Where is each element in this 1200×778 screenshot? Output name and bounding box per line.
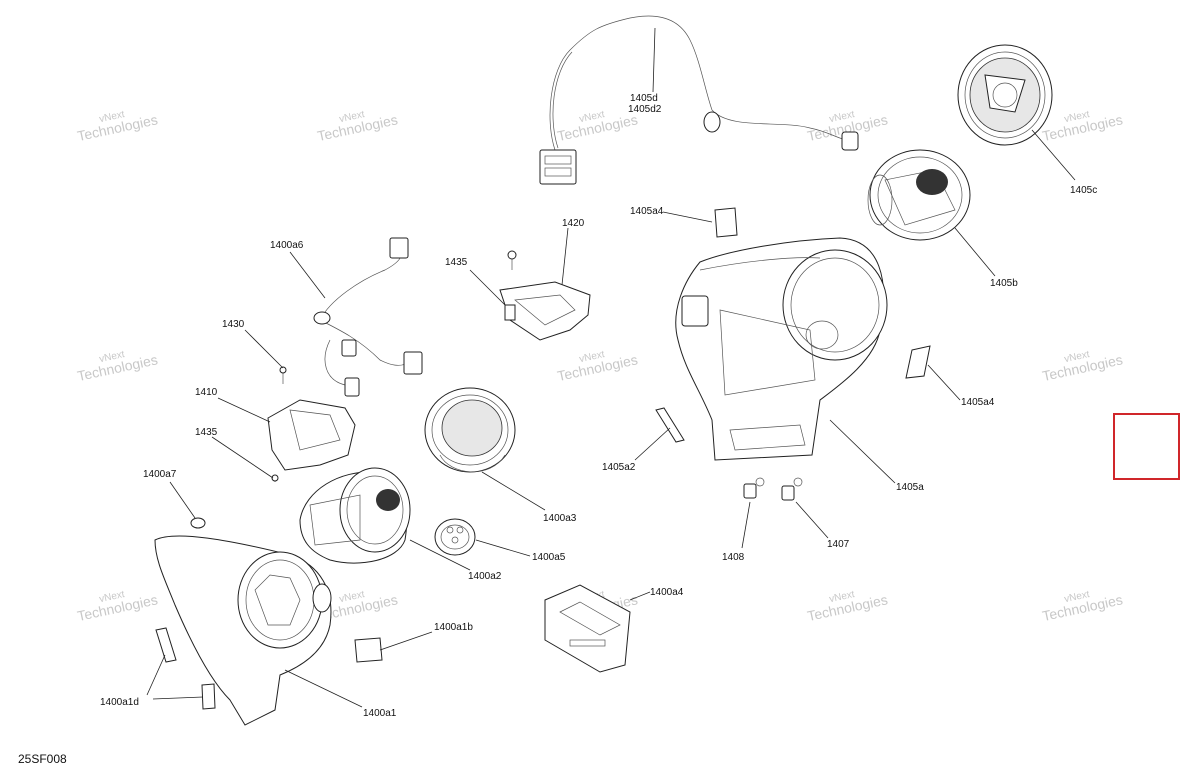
callout-1405a: 1405a bbox=[896, 482, 924, 493]
wire-harness-1400a6 bbox=[313, 237, 423, 397]
screw-1430 bbox=[279, 366, 287, 384]
bracket-1410 bbox=[267, 399, 356, 482]
speaker-1405b bbox=[867, 149, 971, 241]
svg-text:vNext: vNext bbox=[578, 109, 606, 125]
watermark: vNext Technologies bbox=[806, 589, 889, 624]
screw-1408 bbox=[743, 477, 765, 499]
watermark: vNext Technologies bbox=[76, 109, 159, 144]
pad-1405a2 bbox=[655, 407, 685, 443]
svg-text:vNext: vNext bbox=[98, 109, 126, 125]
pad-1405a4-right bbox=[905, 345, 931, 379]
svg-text:vNext: vNext bbox=[98, 589, 126, 605]
callout-1400a5: 1400a5 bbox=[532, 552, 566, 563]
callout-1408: 1408 bbox=[722, 552, 745, 563]
housing-1400a1 bbox=[154, 535, 332, 726]
watermark: vNext Technologies bbox=[316, 109, 399, 144]
callout-1405a4: 1405a4 bbox=[961, 397, 995, 408]
callout-1400a3: 1400a3 bbox=[543, 513, 577, 524]
grommet-1400a7 bbox=[190, 517, 206, 529]
watermark: vNext Technologies bbox=[76, 349, 159, 384]
callout-1407: 1407 bbox=[827, 539, 850, 550]
callout-1435: 1435 bbox=[195, 427, 218, 438]
svg-text:vNext: vNext bbox=[98, 349, 126, 365]
callout-1400a1b: 1400a1b bbox=[434, 622, 473, 633]
callout-1405d2: 1405d2 bbox=[628, 104, 662, 115]
callout-1400a4: 1400a4 bbox=[650, 587, 684, 598]
callout-1400a6: 1400a6 bbox=[270, 240, 304, 251]
svg-text:vNext: vNext bbox=[1063, 589, 1091, 605]
watermark: vNext Technologies bbox=[1041, 109, 1124, 144]
diagram-code: 25SF008 bbox=[18, 752, 67, 766]
callout-1405b: 1405b bbox=[990, 278, 1018, 289]
amplifier-1400a4 bbox=[544, 584, 631, 673]
pad-1400a1d-left bbox=[155, 627, 177, 663]
watermark: vNext Technologies bbox=[556, 109, 639, 144]
svg-text:vNext: vNext bbox=[828, 589, 856, 605]
watermark: vNext Technologies bbox=[1041, 589, 1124, 624]
callout-1405c: 1405c bbox=[1070, 185, 1097, 196]
callout-1420: 1420 bbox=[562, 218, 585, 229]
bracket-1420 bbox=[499, 250, 591, 341]
callout-1400a7: 1400a7 bbox=[143, 469, 177, 480]
screw-1407 bbox=[781, 477, 803, 501]
svg-text:vNext: vNext bbox=[338, 589, 366, 605]
wire-harness-1405d bbox=[539, 15, 859, 185]
leader-lines bbox=[146, 27, 1076, 708]
svg-text:vNext: vNext bbox=[578, 349, 606, 365]
callout-1400a1: 1400a1 bbox=[363, 708, 397, 719]
svg-text:vNext: vNext bbox=[1063, 349, 1091, 365]
callout-1430: 1430 bbox=[222, 319, 245, 330]
svg-text:vNext: vNext bbox=[338, 109, 366, 125]
tweeter-1400a5 bbox=[434, 518, 476, 556]
watermark: vNext Technologies bbox=[556, 349, 639, 384]
pad-1400a1d-bottom bbox=[201, 683, 216, 710]
speaker-grille-1405c bbox=[957, 44, 1053, 146]
callout-1405a2: 1405a2 bbox=[602, 462, 636, 473]
selection-highlight-box[interactable] bbox=[1113, 413, 1180, 480]
callout-1400a1d: 1400a1d bbox=[100, 697, 139, 708]
main-housing-1405a bbox=[675, 237, 888, 461]
callout-1400a2: 1400a2 bbox=[468, 571, 502, 582]
callout-1435: 1435 bbox=[445, 257, 468, 268]
callout-1405a4: 1405a4 bbox=[630, 206, 664, 217]
callout-labels: 1405d 1405d2 1405c 1405b 1405a4 1420 143… bbox=[100, 93, 1097, 719]
pad-1405a4-top bbox=[714, 207, 738, 238]
speaker-1400a2 bbox=[299, 467, 411, 564]
pad-1400a1b bbox=[354, 637, 383, 663]
svg-text:vNext: vNext bbox=[1063, 109, 1091, 125]
watermark: vNext Technologies bbox=[1041, 349, 1124, 384]
callout-1405d: 1405d bbox=[630, 93, 658, 104]
speaker-grille-1400a3 bbox=[424, 387, 516, 473]
svg-text:vNext: vNext bbox=[828, 109, 856, 125]
callout-1410: 1410 bbox=[195, 387, 218, 398]
watermark: vNext Technologies bbox=[76, 589, 159, 624]
